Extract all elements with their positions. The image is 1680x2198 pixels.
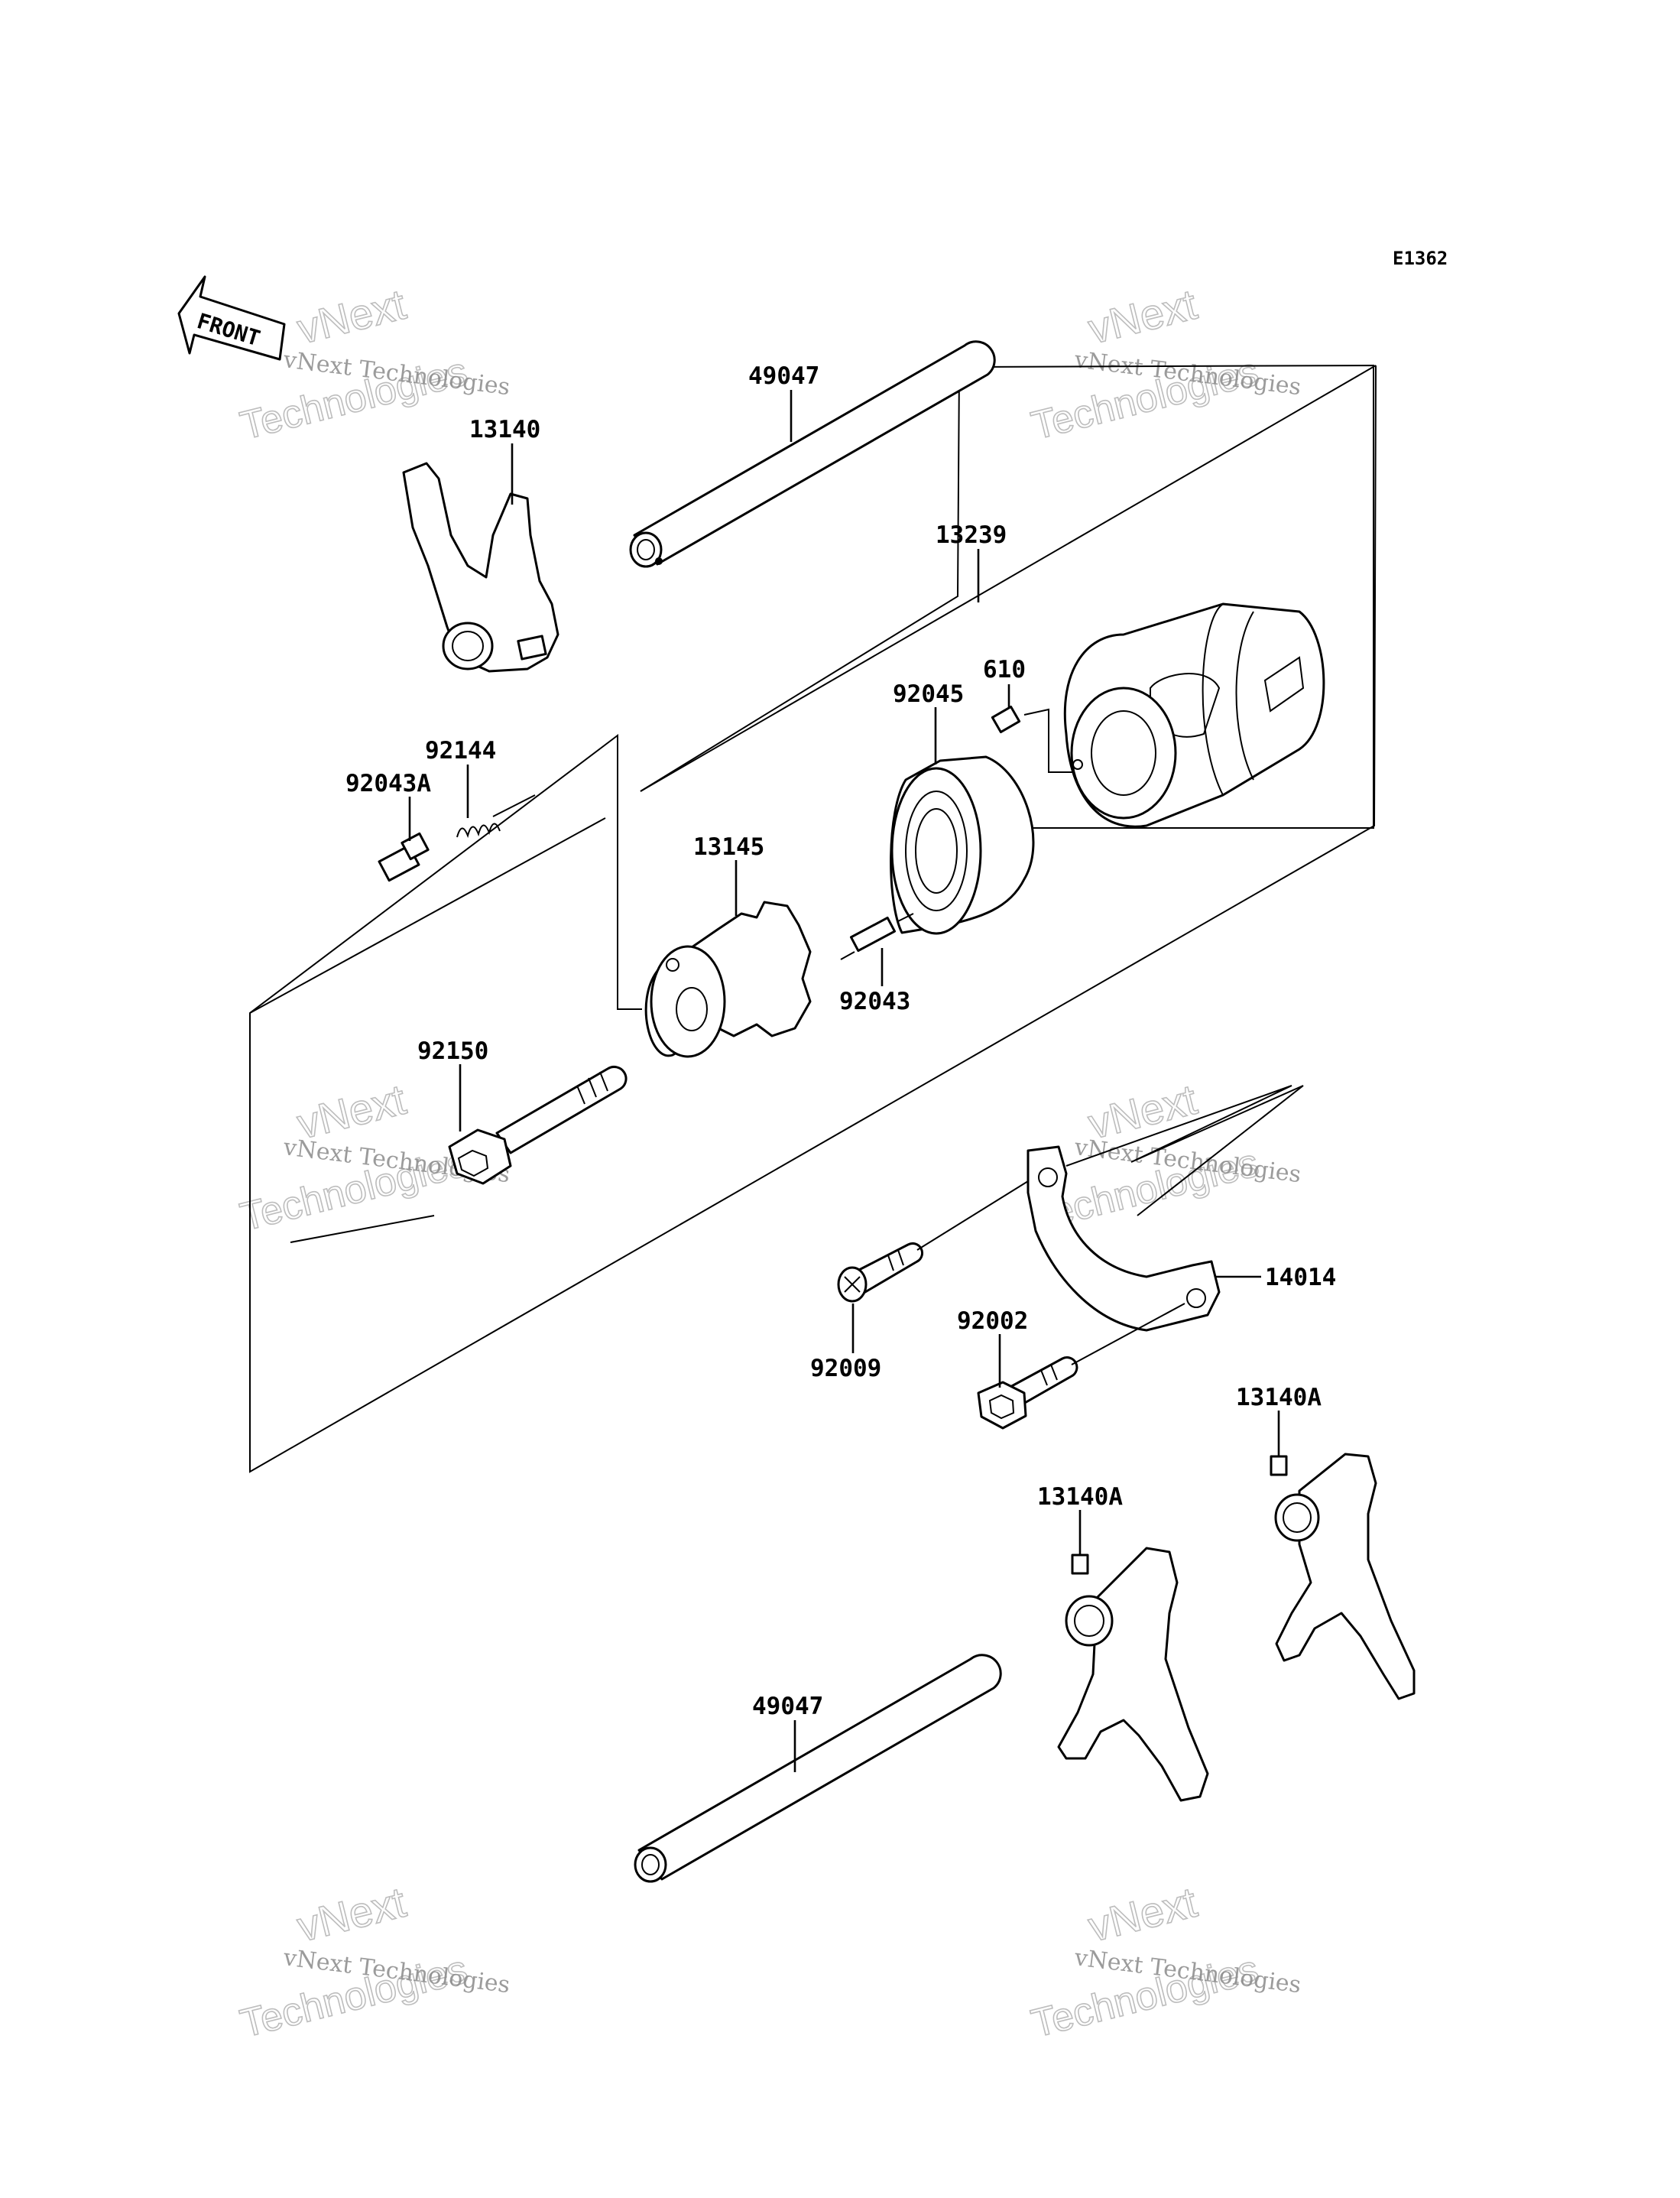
label-49047-bottom: 49047 xyxy=(752,1693,823,1720)
leader-92043-connector xyxy=(840,951,855,960)
pin-610 xyxy=(991,705,1021,734)
label-92043A: 92043A xyxy=(345,770,431,797)
label-13145: 13145 xyxy=(693,833,764,861)
label-92009: 92009 xyxy=(810,1355,881,1382)
leader-92144-to-frame xyxy=(492,794,536,817)
label-49047-top: 49047 xyxy=(748,362,819,390)
watermark-vnext: vNext xyxy=(293,280,411,353)
label-13140A-right: 13140A xyxy=(1236,1384,1322,1411)
leader-92043-connector-right xyxy=(897,913,914,922)
front-arrow-icon: FRONT xyxy=(177,275,286,361)
shift-fork-13140 xyxy=(402,462,559,673)
guide-plate-14014 xyxy=(1026,1145,1221,1332)
bolt-92150 xyxy=(448,1065,628,1185)
label-14014: 14014 xyxy=(1265,1264,1336,1291)
leader-610-to-drum xyxy=(1023,708,1074,773)
bolt-92002 xyxy=(977,1303,1185,1430)
label-92150: 92150 xyxy=(417,1037,488,1065)
pin-92043A xyxy=(378,832,430,882)
shift-fork-13140A-right xyxy=(1270,1453,1416,1700)
watermark-vnext: vNext xyxy=(293,1878,411,1951)
spring-92144 xyxy=(456,823,501,839)
label-13140A-mid: 13140A xyxy=(1037,1483,1123,1511)
guide-frame xyxy=(1065,1085,1304,1216)
shift-drum xyxy=(1063,602,1325,828)
shift-rod-bottom xyxy=(634,1654,1002,1883)
diagram-code: E1362 xyxy=(1393,248,1448,269)
bearing-92045 xyxy=(890,755,1035,935)
label-610: 610 xyxy=(983,656,1026,683)
cam-13145 xyxy=(644,901,812,1058)
shift-fork-13140A-mid xyxy=(1057,1547,1209,1802)
watermark-bottom-right: vNext Technologies vNext Technologies xyxy=(1026,1877,1302,2047)
label-92002: 92002 xyxy=(957,1307,1028,1335)
pin-92043 xyxy=(849,916,897,953)
watermark-vnext: vNext xyxy=(1084,280,1202,353)
label-92045: 92045 xyxy=(893,680,964,708)
label-13239: 13239 xyxy=(936,521,1007,549)
watermark-vnext: vNext xyxy=(1084,1878,1202,1951)
watermark-top-right: vNext Technologies vNext Technologies xyxy=(1026,279,1302,449)
label-92043: 92043 xyxy=(839,988,910,1015)
watermark-bottom-left: vNext Technologies vNext Technologies xyxy=(235,1877,511,2047)
screw-92009 xyxy=(837,1180,1029,1303)
label-92144: 92144 xyxy=(425,737,496,765)
shift-rod-top xyxy=(629,340,996,568)
label-13140: 13140 xyxy=(469,416,540,443)
